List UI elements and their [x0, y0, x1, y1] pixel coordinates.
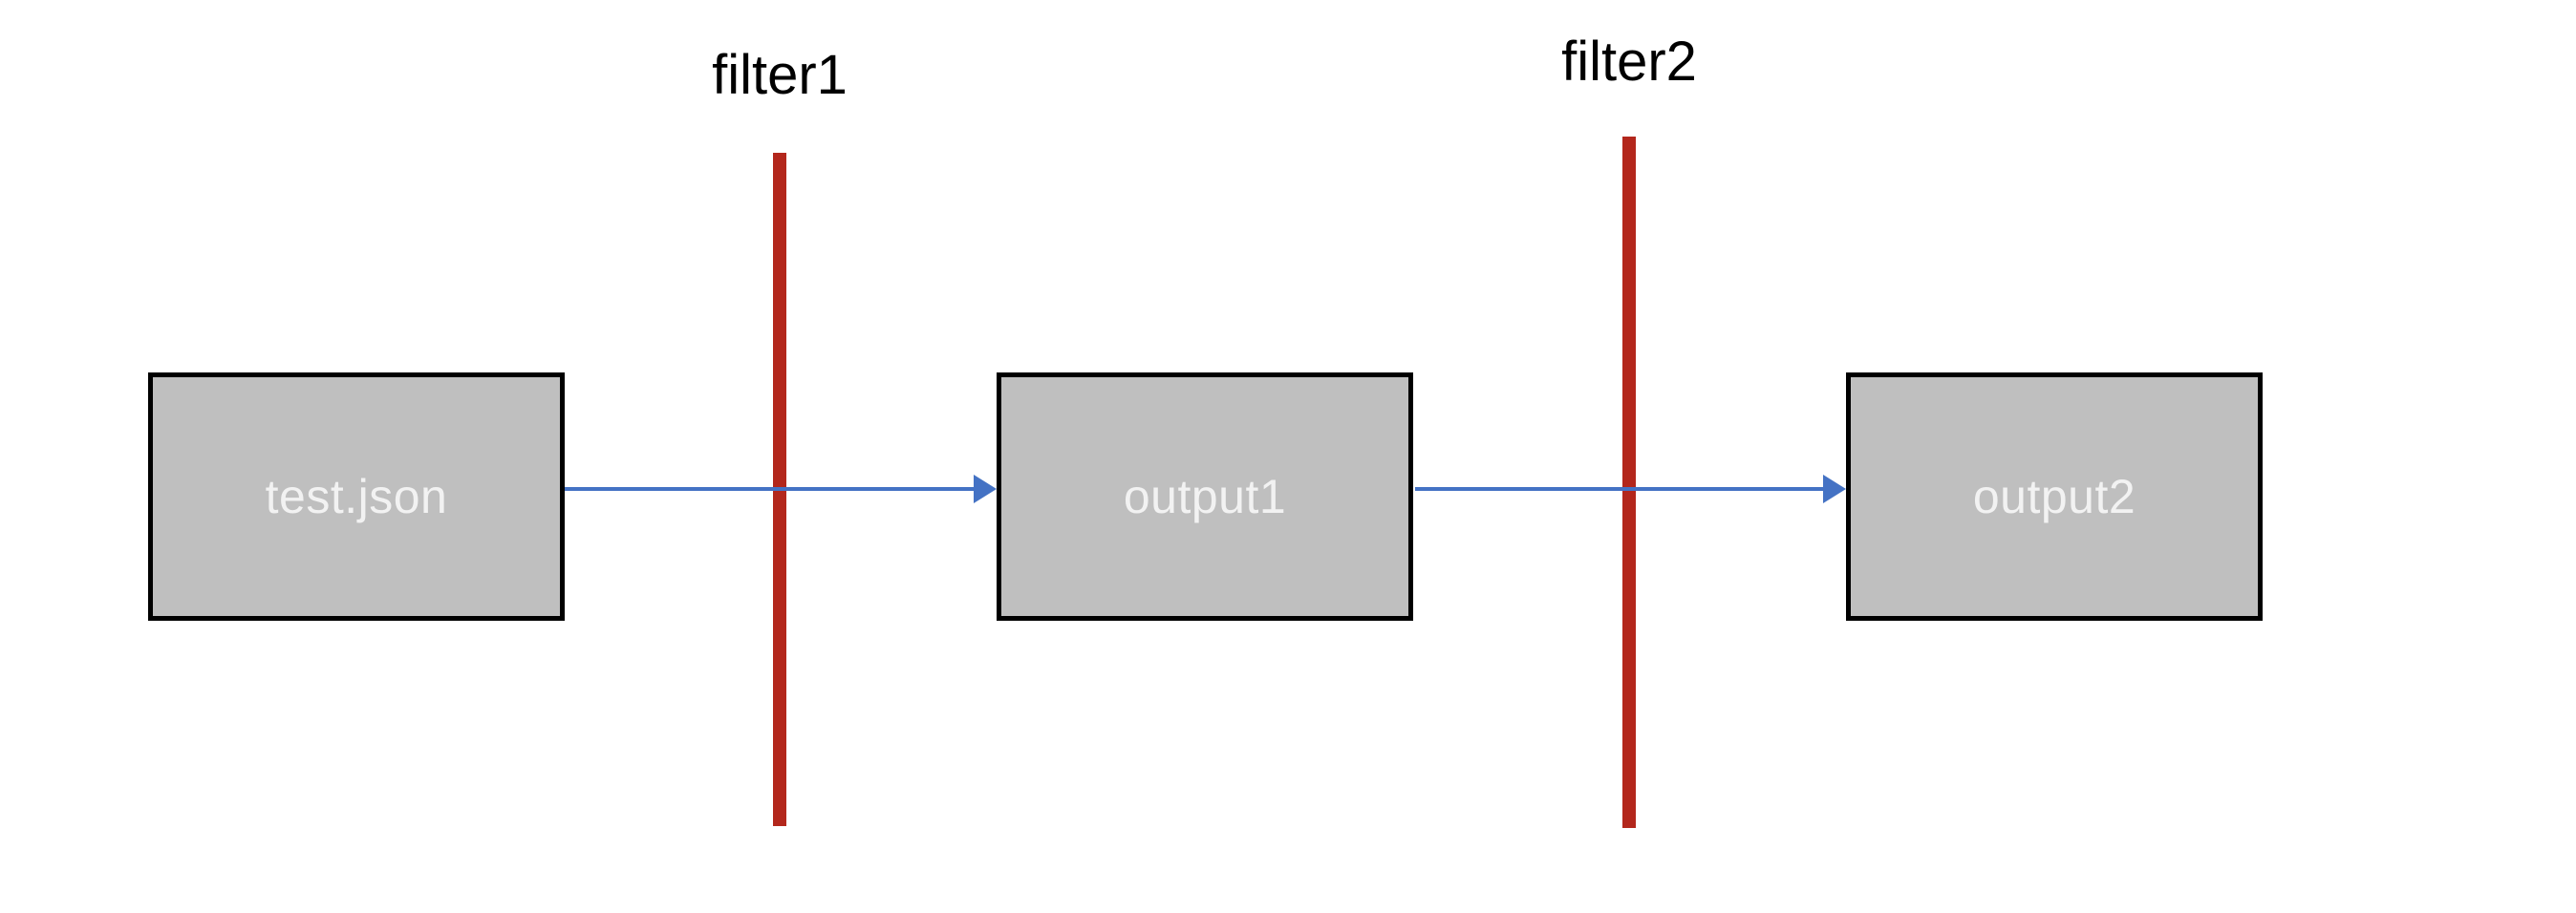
arrow-line	[565, 487, 975, 491]
arrow-test-json-to-output1	[565, 475, 997, 503]
filter2-label: filter2	[1561, 31, 1697, 93]
node-test-json: test.json	[148, 372, 565, 621]
node-output2-label: output2	[1972, 470, 2136, 523]
node-test-json-label: test.json	[265, 470, 448, 523]
node-output1: output1	[997, 372, 1413, 621]
filter2-bar	[1622, 137, 1636, 828]
arrow-line	[1415, 487, 1824, 491]
arrow-head-icon	[974, 475, 997, 503]
arrow-head-icon	[1823, 475, 1846, 503]
filter1-label: filter1	[712, 44, 848, 106]
arrow-output1-to-output2	[1415, 475, 1846, 503]
node-output1-label: output1	[1123, 470, 1287, 523]
node-output2: output2	[1846, 372, 2263, 621]
